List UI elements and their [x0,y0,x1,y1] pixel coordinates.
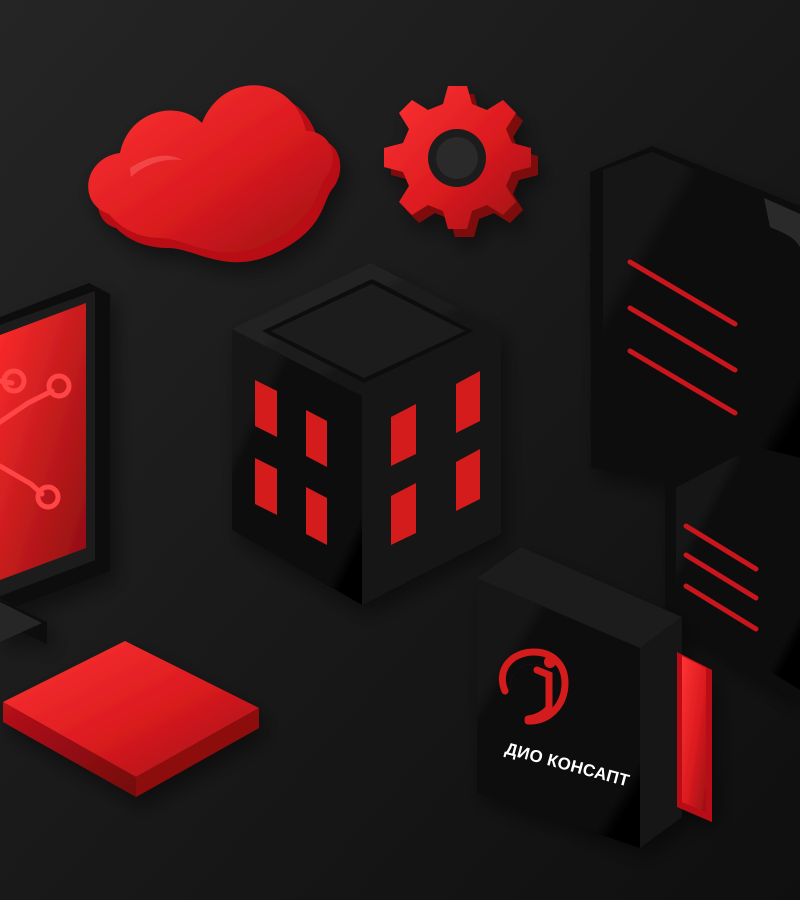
document-stack-icon [590,146,800,702]
brand-box-icon [477,547,712,848]
keyboard-pad-icon [3,641,259,797]
cloud-icon [88,85,341,263]
gear-icon [384,86,538,237]
building-cube-icon [232,263,501,605]
monitor-icon [0,283,110,644]
